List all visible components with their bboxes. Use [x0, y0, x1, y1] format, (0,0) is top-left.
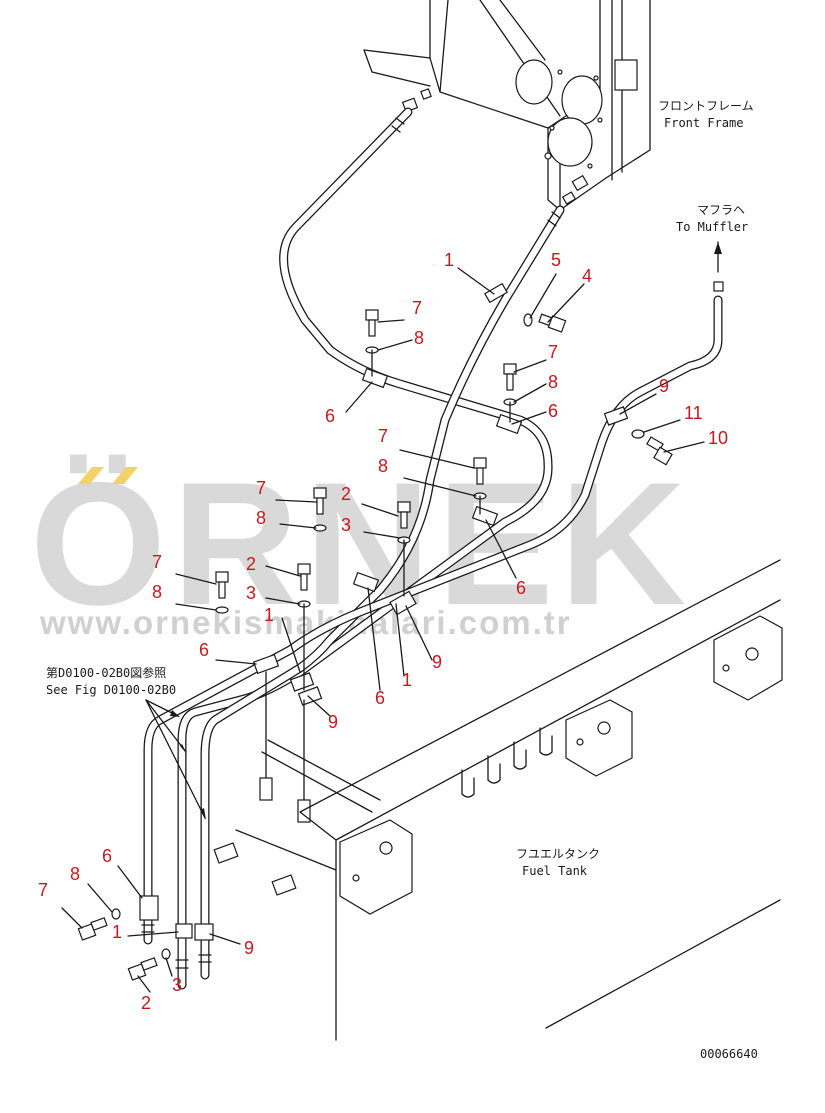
callout-6: 6 [325, 406, 335, 426]
callout-1: 1 [264, 605, 274, 625]
callout-1: 1 [112, 922, 122, 942]
callout-6: 6 [375, 688, 385, 708]
callout-7: 7 [412, 298, 422, 318]
callout-4: 4 [582, 266, 592, 286]
callout-2: 2 [141, 993, 151, 1013]
callout-11: 11 [684, 403, 703, 423]
reference-note: 第D0100-02B0図参照 See Fig D0100-02B0 [46, 665, 206, 820]
callout-8: 8 [70, 864, 80, 884]
callout-1: 1 [444, 250, 454, 270]
fuel-tank: フユエルタンク Fuel Tank [235, 559, 783, 1041]
watermark-accent-left [78, 467, 104, 484]
callout-6: 6 [102, 846, 112, 866]
callout-7: 7 [152, 552, 162, 572]
callout-6: 6 [548, 401, 558, 421]
callout-8: 8 [548, 372, 558, 392]
callout-7: 7 [256, 478, 266, 498]
callout-2: 2 [246, 554, 256, 574]
callout-10: 10 [708, 428, 728, 448]
front-frame-label-en: Front Frame [664, 116, 743, 130]
tube-ends [141, 117, 561, 969]
callout-8: 8 [414, 328, 424, 348]
drawing-number: 00066640 [700, 1047, 758, 1061]
callout-9: 9 [244, 938, 254, 958]
callout-8: 8 [378, 456, 388, 476]
tubes [143, 107, 723, 990]
front-frame: フロントフレーム Front Frame [363, 0, 754, 211]
callout-3: 3 [341, 515, 351, 535]
hidden-lines [213, 671, 311, 896]
fuel-tank-label-jp: フユエルタンク [516, 847, 600, 861]
watermark-accent-right [112, 467, 138, 484]
callout-5: 5 [551, 250, 561, 270]
callout-6: 6 [199, 640, 209, 660]
fuel-tank-label-en: Fuel Tank [522, 864, 588, 878]
reference-note-en: See Fig D0100-02B0 [46, 683, 176, 697]
muffler-label-en: To Muffler [676, 220, 748, 234]
fasteners [77, 309, 673, 981]
leader-lines [61, 267, 705, 993]
callout-9: 9 [328, 712, 338, 732]
muffler-label-jp: マフラヘ [697, 203, 745, 217]
front-frame-label-jp: フロントフレーム [658, 99, 754, 113]
frame-fittings [401, 88, 589, 205]
callout-8: 8 [152, 582, 162, 602]
callout-7: 7 [548, 342, 558, 362]
callout-3: 3 [246, 583, 256, 603]
callouts: 1 5 4 7 8 7 8 6 6 9 11 10 7 8 7 2 8 3 6 … [38, 250, 728, 1013]
reference-note-jp: 第D0100-02B0図参照 [46, 665, 166, 680]
muffler-pointer: マフラヘ To Muffler [676, 203, 748, 292]
callout-8: 8 [256, 508, 266, 528]
callout-2: 2 [341, 484, 351, 504]
callout-1: 1 [402, 670, 412, 690]
callout-3: 3 [172, 975, 182, 995]
callout-9: 9 [659, 376, 669, 396]
callout-9: 9 [432, 652, 442, 672]
callout-7: 7 [378, 426, 388, 446]
callout-6: 6 [516, 578, 526, 598]
callout-7: 7 [38, 880, 48, 900]
